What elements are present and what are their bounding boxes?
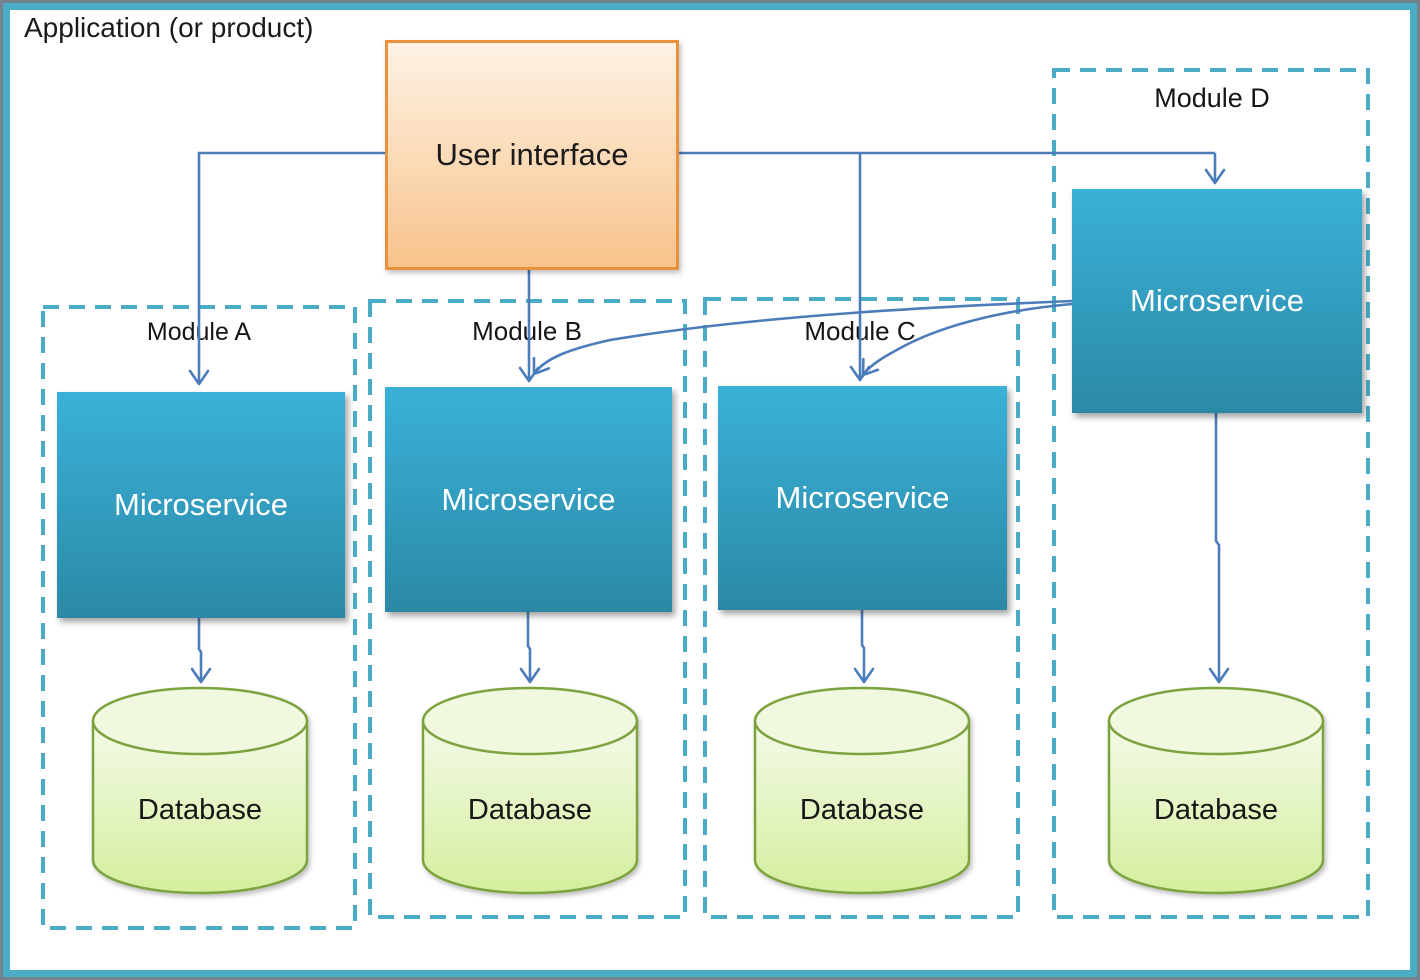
database-a-label: Database [137, 794, 263, 826]
arrow-microservice-c-to-database-c [853, 610, 875, 684]
arrow-microservice-b-to-database-b [519, 612, 541, 684]
arrow-microservice-d-to-microservice-b [532, 299, 1073, 376]
database-cylinders [91, 686, 1325, 895]
microservice-d-box: Microservice [1072, 189, 1362, 413]
microservice-c-box: Microservice [718, 386, 1007, 610]
microservice-d-label: Microservice [1130, 283, 1304, 318]
application-title: Application (or product) [24, 12, 314, 43]
database-b-cylinder [421, 686, 639, 895]
database-b-label: Database [467, 794, 593, 826]
microservice-b-label: Microservice [441, 481, 616, 517]
arrow-microservice-a-to-database-a [190, 618, 212, 684]
module-b-dashed-frame [368, 299, 687, 919]
user-interface-box: User interface [385, 40, 679, 270]
arrow-microservice-d-to-microservice-c [861, 302, 1073, 377]
database-c-cylinder [753, 686, 971, 895]
microservice-a-box: Microservice [57, 392, 345, 618]
module-d-dashed-frame [1052, 68, 1370, 919]
module-c-dashed-frame [703, 297, 1020, 919]
arrow-ui-to-microservice-a [188, 151, 385, 386]
module-d-label: Module D [1154, 83, 1270, 113]
microservice-a-label: Microservice [114, 487, 288, 522]
database-a-cylinder [91, 686, 309, 895]
database-c-label: Database [799, 794, 925, 826]
arrow-microservice-d-to-database-d [1208, 413, 1230, 684]
microservice-c-label: Microservice [775, 480, 950, 515]
database-d-label: Database [1153, 794, 1279, 826]
microservice-b-box: Microservice [385, 387, 672, 612]
module-b-label: Module B [472, 316, 582, 346]
user-interface-label: User interface [435, 137, 629, 172]
database-d-cylinder [1107, 686, 1325, 895]
